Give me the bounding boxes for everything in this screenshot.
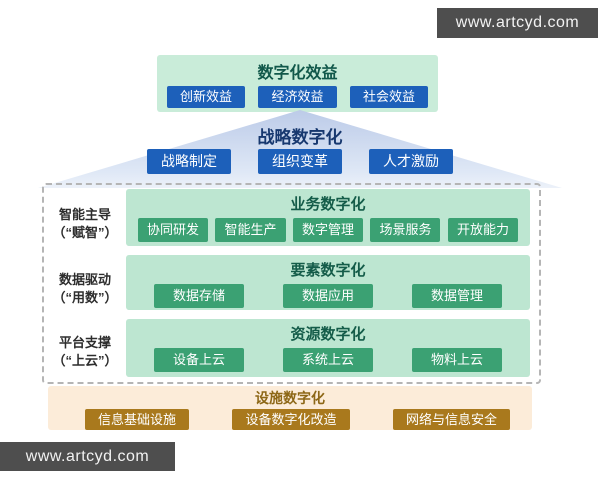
side-label-platform: 平台支撑 （“上云”） [44,334,126,370]
foundation-item-equipment-retrofit: 设备数字化改造 [232,409,350,430]
side-label-line2: （“用数”） [52,290,118,305]
watermark-bottom: www.artcyd.com [0,442,175,471]
foundation-items: 信息基础设施 设备数字化改造 网络与信息安全 [48,409,532,430]
watermark-top: www.artcyd.com [437,8,598,38]
layer-item-data-application: 数据应用 [282,284,373,308]
strategy-item-planning: 战略制定 [147,149,231,174]
strategy-items: 战略制定 组织变革 人才激励 [0,149,600,174]
side-label-intelligence: 智能主导 （“赋智”） [44,206,126,242]
strategy-item-talent: 人才激励 [369,149,453,174]
side-label-line2: （“上云”） [52,353,118,368]
layer-resource-digitalization: 资源数字化 设备上云 系统上云 物料上云 [126,319,530,377]
layer-item-open-capability: 开放能力 [447,218,518,242]
layer-item-data-management: 数据管理 [411,284,502,308]
strategy-title: 战略数字化 [257,128,343,147]
strategy-item-org-change: 组织变革 [258,149,342,174]
benefit-item-social: 社会效益 [349,86,428,108]
foundation-title: 设施数字化 [255,390,325,406]
layer-items: 数据存储 数据应用 数据管理 [126,284,530,308]
layer-item-collab-rd: 协同研发 [138,218,209,242]
layer-title: 资源数字化 [290,326,366,343]
layer-item-system-cloud: 系统上云 [282,348,373,372]
layer-element-digitalization: 要素数字化 数据存储 数据应用 数据管理 [126,255,530,310]
foundation-item-network-security: 网络与信息安全 [392,409,510,430]
benefits-panel: 数字化效益 创新效益 经济效益 社会效益 [157,55,438,112]
layers-dashed-container [42,183,541,384]
foundation-item-info-infrastructure: 信息基础设施 [85,409,190,430]
benefits-title: 数字化效益 [257,65,338,82]
foundation-panel: 设施数字化 信息基础设施 设备数字化改造 网络与信息安全 [48,386,532,430]
layer-item-smart-production: 智能生产 [215,218,286,242]
watermark-text: www.artcyd.com [25,447,150,465]
side-label-line1: 数据驱动 [58,272,111,287]
layer-title: 要素数字化 [290,262,366,279]
benefit-item-innovation: 创新效益 [167,86,246,108]
layer-item-scenario-service: 场景服务 [370,218,441,242]
layer-item-data-storage: 数据存储 [154,284,245,308]
layer-items: 设备上云 系统上云 物料上云 [126,348,530,372]
watermark-text: www.artcyd.com [455,14,580,31]
side-label-line1: 智能主导 [58,207,111,222]
side-label-line2: （“赋智”） [52,225,118,240]
layer-items: 协同研发 智能生产 数字管理 场景服务 开放能力 [126,218,530,242]
layer-item-device-cloud: 设备上云 [154,348,245,372]
benefit-item-economic: 经济效益 [258,86,337,108]
layer-item-material-cloud: 物料上云 [411,348,502,372]
side-label-line1: 平台支撑 [58,335,111,350]
benefits-items: 创新效益 经济效益 社会效益 [157,86,438,108]
layer-title: 业务数字化 [290,196,366,213]
layer-business-digitalization: 业务数字化 协同研发 智能生产 数字管理 场景服务 开放能力 [126,189,530,246]
layer-item-digital-mgmt: 数字管理 [292,218,363,242]
side-label-data-driven: 数据驱动 （“用数”） [44,271,126,307]
